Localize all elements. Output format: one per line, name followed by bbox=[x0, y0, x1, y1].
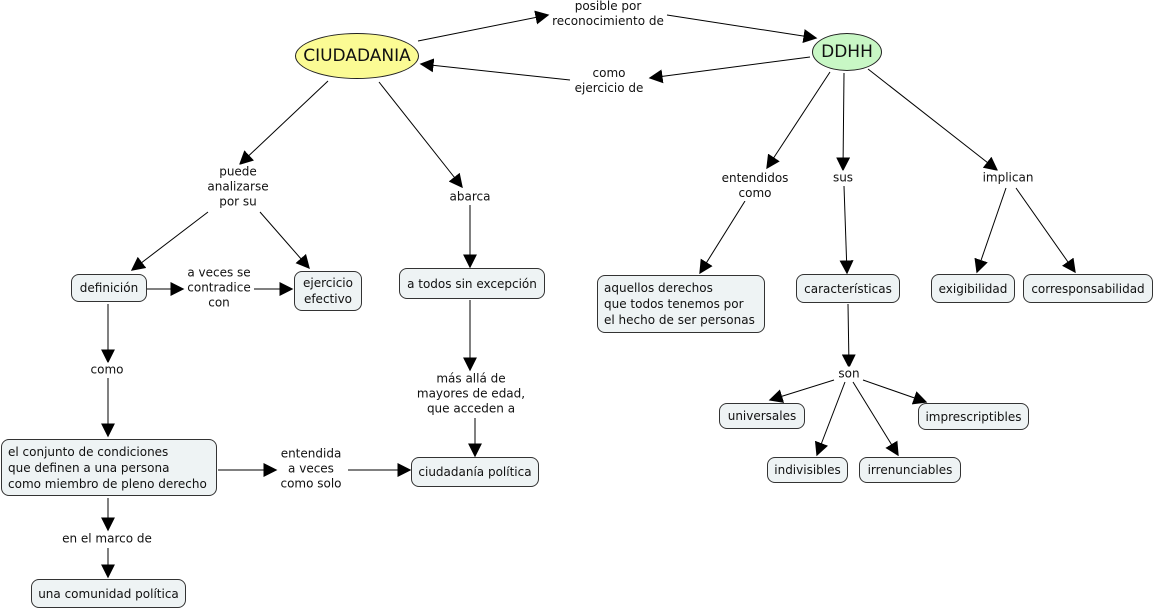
concept-exigibilidad[interactable]: exigibilidad bbox=[931, 274, 1015, 303]
link-mas-alla: más allá de mayores de edad, que acceden… bbox=[416, 371, 526, 417]
concept-ciudadania-politica[interactable]: ciudadanía política bbox=[411, 457, 539, 487]
edge bbox=[648, 56, 811, 84]
concept-caracteristicas[interactable]: características bbox=[796, 274, 900, 303]
concept-ddhh[interactable]: DDHH bbox=[812, 33, 882, 71]
link-puede-analizarse: puede analizarse por su bbox=[207, 164, 269, 210]
edge bbox=[699, 200, 746, 275]
edge bbox=[836, 72, 851, 172]
edge bbox=[862, 379, 928, 405]
edge bbox=[378, 81, 463, 189]
edge bbox=[841, 303, 856, 369]
concept-ciudadania[interactable]: CIUDADANIA bbox=[295, 33, 419, 79]
link-posible-por: posible por reconocimiento de bbox=[552, 0, 664, 29]
edge bbox=[839, 185, 854, 275]
link-sus: sus bbox=[832, 170, 854, 186]
link-abarca: abarca bbox=[449, 189, 491, 205]
edge bbox=[766, 71, 831, 170]
link-a-veces-contradice: a veces se contradice con bbox=[187, 265, 251, 311]
link-entendidos-como: entendidos como bbox=[721, 171, 789, 201]
concept-conjunto-condiciones[interactable]: el conjunto de condiciones que definen a… bbox=[1, 439, 217, 496]
concept-a-todos[interactable]: a todos sin excepción bbox=[399, 268, 545, 299]
link-implican: implican bbox=[982, 170, 1034, 186]
link-entendida-a-veces: entendida a veces como solo bbox=[280, 446, 342, 492]
concept-imprescriptibles[interactable]: imprescriptibles bbox=[918, 403, 1029, 430]
edge bbox=[814, 381, 846, 457]
edge bbox=[852, 381, 899, 457]
concept-irrenunciables[interactable]: irrenunciables bbox=[859, 457, 961, 483]
edge bbox=[666, 14, 818, 43]
edge bbox=[417, 10, 550, 42]
concept-comunidad-politica[interactable]: una comunidad política bbox=[31, 579, 186, 608]
concept-aquellos-derechos[interactable]: aquellos derechos que todos tenemos por … bbox=[597, 275, 765, 333]
concept-indivisibles[interactable]: indivisibles bbox=[767, 457, 848, 483]
concept-definicion[interactable]: definición bbox=[71, 274, 147, 302]
link-en-el-marco: en el marco de bbox=[62, 531, 152, 547]
edge bbox=[867, 68, 999, 171]
concept-corresponsabilidad[interactable]: corresponsabilidad bbox=[1023, 274, 1153, 303]
link-como: como bbox=[90, 362, 124, 378]
link-son: son bbox=[838, 366, 860, 382]
concept-ejercicio-efectivo[interactable]: ejercicio efectivo bbox=[294, 271, 362, 311]
edge bbox=[974, 187, 1007, 274]
concept-universales[interactable]: universales bbox=[719, 403, 805, 429]
edge bbox=[1015, 187, 1076, 274]
edge bbox=[238, 80, 329, 165]
edge bbox=[259, 211, 310, 270]
link-como-ejercicio: como ejercicio de bbox=[574, 66, 644, 96]
edge bbox=[419, 58, 571, 81]
edge bbox=[130, 211, 209, 271]
edge bbox=[768, 379, 835, 403]
